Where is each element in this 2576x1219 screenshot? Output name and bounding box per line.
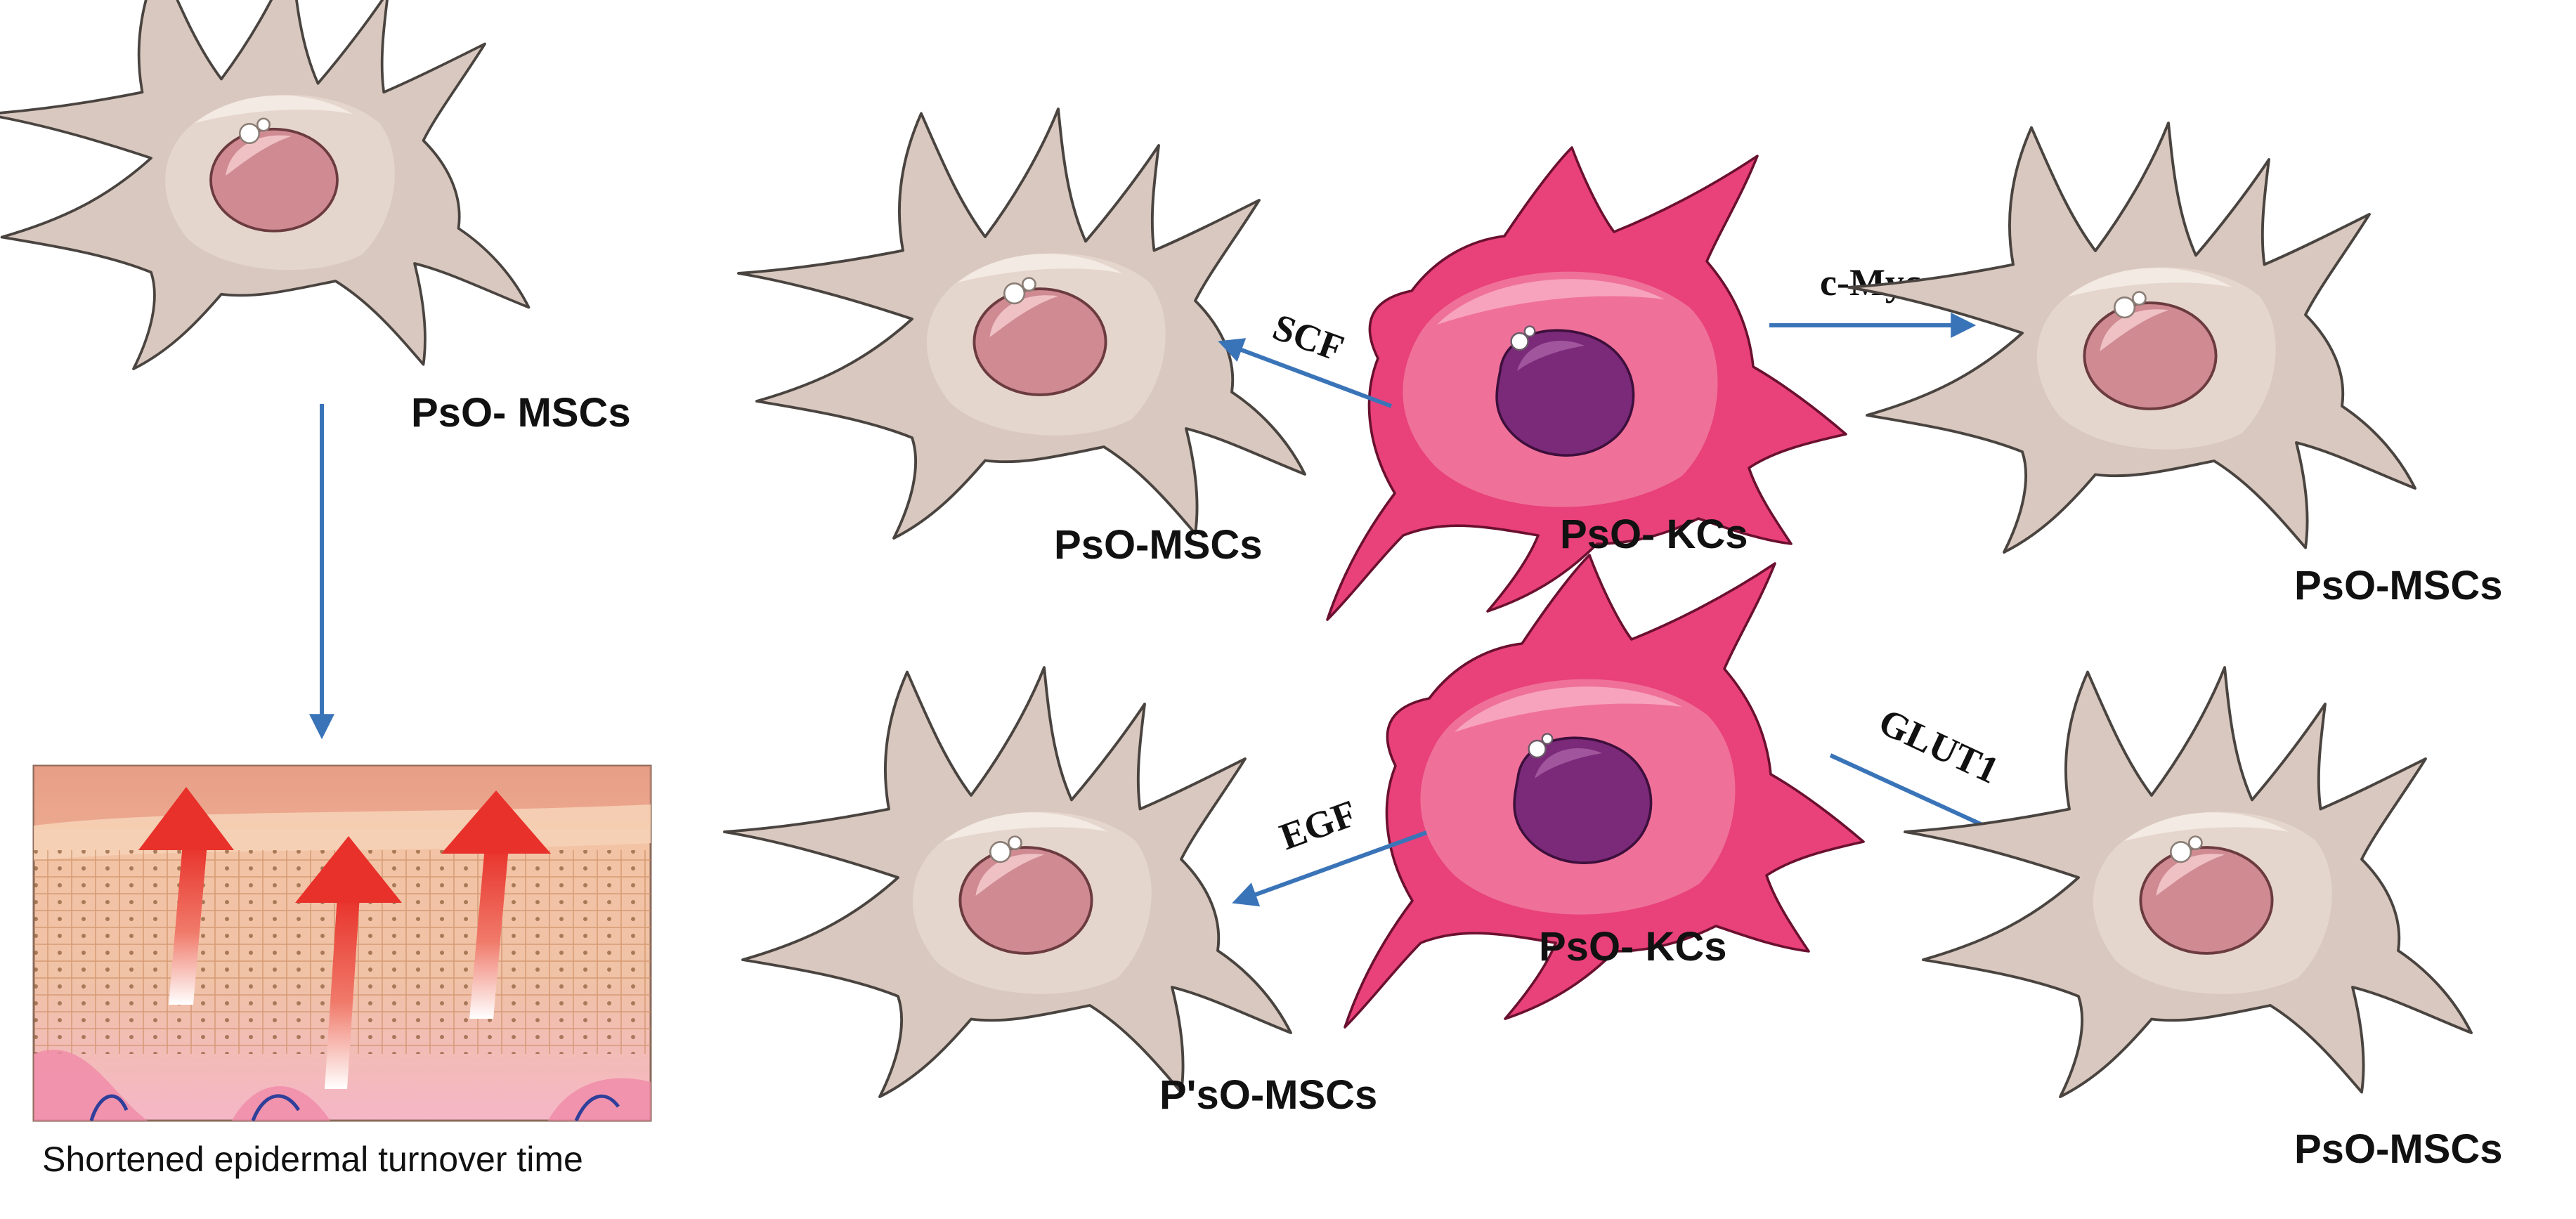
egf-factor-label: EGF	[1275, 792, 1362, 858]
epidermis-section	[32, 764, 652, 1122]
top-left-msc-cell	[737, 107, 1306, 540]
turnover-arrow-3	[441, 790, 551, 1019]
glut1-factor-label: GLUT1	[1873, 700, 2005, 791]
scf-factor-label: SCF	[1268, 306, 1349, 370]
top-kc-label: PsO- KCs	[1560, 511, 1748, 557]
top-left-msc-label: PsO-MSCs	[1054, 522, 1263, 568]
top-right-msc-cell	[1847, 122, 2416, 554]
bottom-right-msc-cell	[1904, 666, 2473, 1098]
left-msc-label: PsO- MSCs	[411, 390, 631, 436]
epidermis-caption: Shortened epidermal turnover time	[42, 1140, 583, 1179]
egf-arrow	[1232, 830, 1428, 907]
scf-arrow	[1218, 338, 1393, 408]
bottom-left-msc-label: P'sO-MSCs	[1159, 1072, 1377, 1118]
bottom-left-msc-cell	[723, 666, 1292, 1098]
bottom-right-msc-label: PsO-MSCs	[2294, 1126, 2503, 1172]
top-right-msc-label: PsO-MSCs	[2294, 563, 2503, 608]
bottom-kc-label: PsO- KCs	[1539, 924, 1727, 970]
turnover-arrow-1	[138, 787, 234, 1005]
turnover-arrow-2	[295, 836, 402, 1089]
left-msc-cell	[0, 0, 531, 370]
